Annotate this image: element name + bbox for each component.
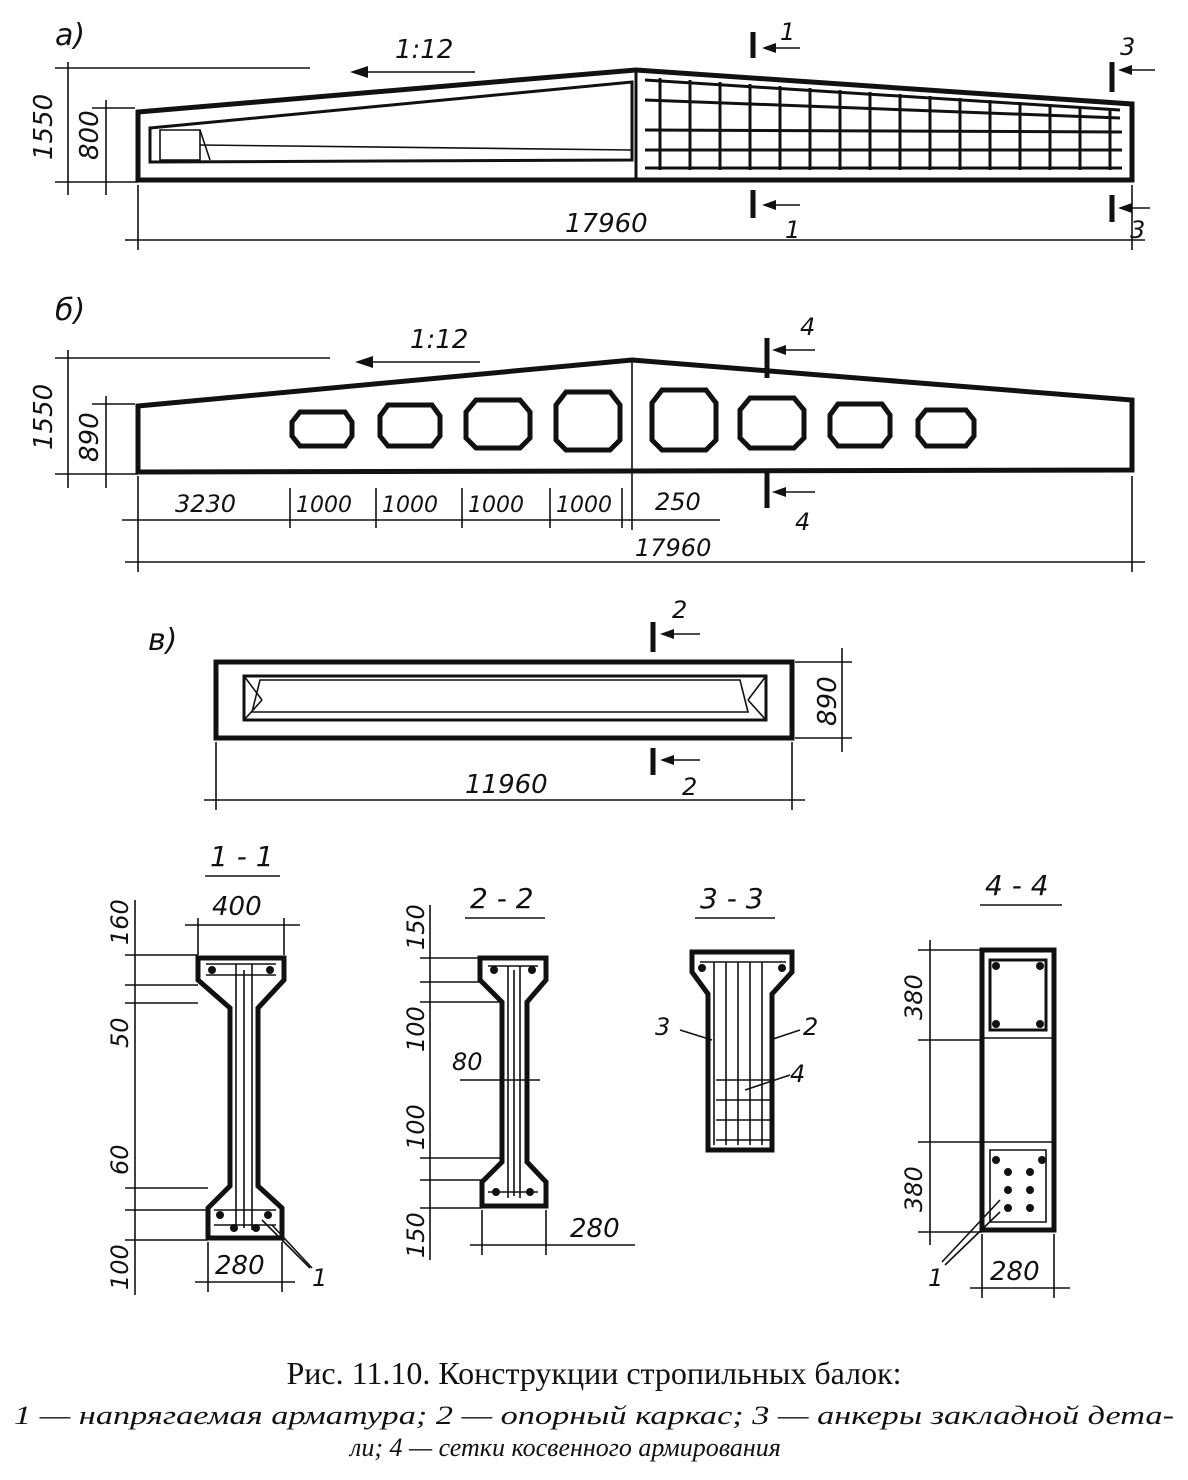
web-openings bbox=[289, 387, 977, 453]
cut2-bottom-label: 2 bbox=[682, 773, 697, 801]
caption-line2: ли; 4 — сетки косвенного армирования bbox=[348, 1433, 781, 1462]
s22-dim-150a: 150 bbox=[402, 904, 430, 950]
b-dim-4: 1000 bbox=[468, 493, 524, 518]
beam-c-outline bbox=[213, 659, 795, 741]
s44-dim-bottom: 380 bbox=[900, 1166, 928, 1212]
c-length: 11960 bbox=[465, 770, 548, 800]
panel-a: а) 1:12 1 1 3 3 bbox=[29, 18, 1155, 250]
s11-title: 1 - 1 bbox=[210, 840, 274, 873]
cut3-top-label: 3 bbox=[1120, 33, 1135, 61]
b-height-end: 890 bbox=[75, 412, 105, 462]
s44-leader: 1 bbox=[928, 1264, 943, 1292]
cut1-top-label: 1 bbox=[780, 18, 795, 46]
reinforcement-grid bbox=[644, 78, 1123, 170]
s11-dim-50: 50 bbox=[106, 1017, 134, 1048]
s33-outline bbox=[689, 949, 795, 1153]
s11-top-width: 400 bbox=[212, 892, 262, 922]
s22-title: 2 - 2 bbox=[470, 882, 534, 915]
s22-dim-100b: 100 bbox=[402, 1104, 430, 1150]
s22-dim-150b: 150 bbox=[402, 1212, 430, 1258]
c-height: 890 bbox=[813, 676, 843, 726]
section-3-3: 3 - 3 3 2 4 bbox=[655, 882, 818, 1153]
panel-a-label: а) bbox=[55, 18, 85, 53]
cut2-top-label: 2 bbox=[672, 596, 687, 624]
s33-title: 3 - 3 bbox=[700, 882, 764, 915]
panel-a-slope: 1:12 bbox=[395, 35, 453, 65]
a-length: 17960 bbox=[565, 209, 648, 239]
panel-c: в) 2 2 890 11960 bbox=[148, 596, 852, 810]
b-length: 17960 bbox=[635, 534, 711, 562]
panel-b-label: б) bbox=[55, 293, 85, 328]
cut1-bottom-label: 1 bbox=[785, 216, 800, 244]
s11-dim-160: 160 bbox=[106, 899, 134, 945]
beam-b-outline bbox=[135, 357, 1135, 475]
a-height-total: 1550 bbox=[29, 94, 59, 160]
s11-leader: 1 bbox=[312, 1264, 327, 1292]
caption-title: Рис. 11.10. Конструкции стропильных бало… bbox=[286, 1355, 901, 1391]
s33-leader-3: 3 bbox=[655, 1013, 670, 1041]
s22-bottom-width: 280 bbox=[570, 1214, 620, 1244]
panel-b: б) 1:12 4 4 1550 890 bbox=[29, 293, 1145, 572]
s33-leader-2: 2 bbox=[803, 1013, 818, 1041]
s22-dim-100a: 100 bbox=[402, 1006, 430, 1052]
s11-bottom-width: 280 bbox=[215, 1251, 265, 1281]
figure-caption: Рис. 11.10. Конструкции стропильных бало… bbox=[14, 1355, 1174, 1462]
b-dim-6: 250 bbox=[655, 488, 701, 516]
s11-dim-100: 100 bbox=[106, 1244, 134, 1290]
s33-leader-4: 4 bbox=[790, 1060, 805, 1088]
panel-b-slope: 1:12 bbox=[410, 325, 468, 355]
s22-web: 80 bbox=[452, 1048, 483, 1076]
b-dim-5: 1000 bbox=[556, 493, 612, 518]
panel-c-label: в) bbox=[148, 623, 177, 658]
s11-outline bbox=[195, 955, 287, 1241]
s44-bottom-width: 280 bbox=[990, 1257, 1040, 1287]
b-dim-1: 3230 bbox=[175, 490, 236, 518]
section-1-1: 1 - 1 400 160 50 60 100 280 1 bbox=[106, 840, 327, 1295]
s44-dim-top: 380 bbox=[900, 974, 928, 1020]
cut4-bottom-label: 4 bbox=[795, 508, 810, 536]
section-4-4: 4 - 4 380 380 280 1 bbox=[900, 869, 1070, 1298]
cut3-bottom-label: 3 bbox=[1130, 216, 1145, 244]
cut4-top-label: 4 bbox=[800, 313, 815, 341]
s44-title: 4 - 4 bbox=[985, 869, 1049, 902]
b-dim-3: 1000 bbox=[382, 493, 438, 518]
a-height-end: 800 bbox=[75, 110, 105, 160]
b-dim-2: 1000 bbox=[296, 493, 352, 518]
section-2-2: 2 - 2 150 100 100 150 80 280 bbox=[402, 882, 635, 1260]
beam-a-outline bbox=[135, 67, 1135, 183]
s11-dim-60: 60 bbox=[106, 1144, 134, 1175]
b-height-total: 1550 bbox=[29, 384, 59, 450]
s22-outline bbox=[477, 955, 549, 1209]
caption-line1: 1 — напрягаемая арматура; 2 — опорный ка… bbox=[14, 1401, 1174, 1430]
s44-outline bbox=[979, 947, 1057, 1233]
